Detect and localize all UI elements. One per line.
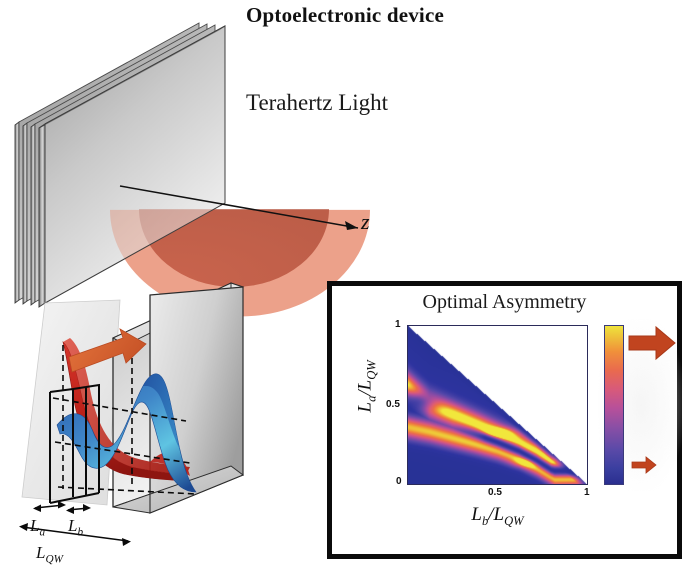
asymmetry-heatmap-canvas[interactable] bbox=[408, 326, 587, 484]
length-lqw-subscript: QW bbox=[45, 553, 63, 566]
ytick-1: 1 bbox=[395, 319, 401, 330]
energy-levels-dashed bbox=[52, 338, 197, 495]
length-lqw-symbol: L bbox=[36, 543, 46, 562]
optimal-asymmetry-inset-panel: Optimal Asymmetry 1 0.5 0 0.5 1 La/LQW L… bbox=[327, 281, 684, 559]
length-lqw-label: LQW bbox=[36, 543, 63, 565]
y-axis-label: La/LQW bbox=[354, 360, 379, 413]
length-la-subscript: a bbox=[39, 526, 46, 539]
xtick-0-5: 0.5 bbox=[488, 487, 502, 498]
colorbar-high-arrow-icon bbox=[628, 325, 676, 361]
page-title: Optoelectronic device bbox=[246, 3, 444, 27]
y-axis-den: L bbox=[354, 379, 376, 391]
x-axis-num: L bbox=[471, 504, 482, 525]
x-axis-label: Lb/LQW bbox=[471, 504, 524, 528]
zoom-cone bbox=[21, 299, 121, 506]
length-lb-label: Lb bbox=[68, 516, 83, 538]
y-axis-num: L bbox=[354, 401, 376, 413]
x-axis-num-sub: b bbox=[481, 513, 489, 528]
terahertz-wave-lobes bbox=[110, 209, 370, 317]
ytick-0-5: 0.5 bbox=[386, 399, 400, 410]
xtick-1: 1 bbox=[584, 487, 590, 498]
length-la-symbol: L bbox=[30, 516, 40, 535]
terahertz-light-label: Terahertz Light bbox=[246, 90, 389, 115]
transition-arrow bbox=[68, 328, 147, 373]
z-axis bbox=[119, 185, 359, 230]
y-axis-num-sub: a bbox=[364, 395, 379, 402]
x-axis-den-sub: QW bbox=[504, 513, 524, 528]
wavefunction-lower-state bbox=[56, 373, 197, 493]
y-axis-den-sub: QW bbox=[364, 360, 379, 380]
length-la-label: La bbox=[30, 516, 45, 538]
length-lb-symbol: L bbox=[68, 516, 78, 535]
dimension-arrows bbox=[19, 501, 131, 546]
tick-origin: 0 bbox=[396, 476, 402, 487]
asymmetry-heatmap[interactable] bbox=[407, 325, 588, 485]
colorbar[interactable] bbox=[604, 325, 624, 485]
inset-title: Optimal Asymmetry bbox=[422, 291, 587, 313]
length-lb-subscript: b bbox=[77, 526, 84, 539]
x-axis-den: L bbox=[493, 504, 505, 525]
slab-front-overlay bbox=[44, 25, 226, 304]
z-axis-label: z bbox=[361, 209, 370, 234]
colorbar-low-arrow-icon bbox=[631, 456, 657, 474]
